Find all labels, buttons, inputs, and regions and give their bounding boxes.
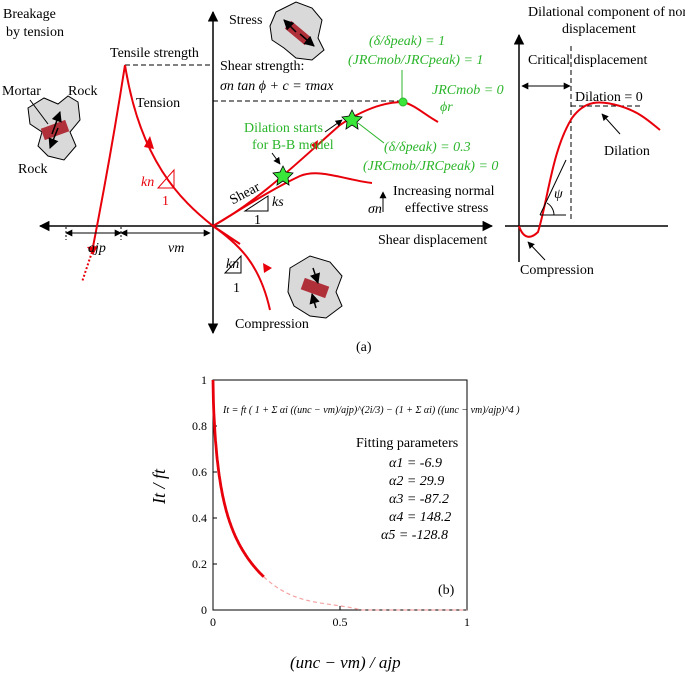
tension-label: Tension — [136, 96, 180, 111]
compression-arrowhead — [263, 263, 272, 273]
x-axis-label: (unc − vm) / ajp — [290, 653, 401, 672]
ratio-bottom-pointer — [357, 122, 385, 144]
y-axis-label: It / ft — [149, 468, 169, 505]
tensile-strength-label: Tensile strength — [110, 46, 199, 61]
ks-triangle — [243, 195, 269, 212]
dilational-label-2: displacement — [562, 22, 636, 37]
psi-arc — [546, 202, 555, 216]
shear-arrowhead — [311, 140, 318, 150]
tension-curve-dotted — [81, 251, 93, 283]
rock-compression-illustration — [287, 255, 343, 319]
dilation-zero-label: Dilation = 0 — [575, 90, 643, 105]
breakage-label-2: by tension — [6, 25, 64, 40]
x-tick-label: 0.5 — [333, 615, 348, 629]
x-tick-label: 1 — [464, 615, 470, 629]
dilation-starts-pointer — [271, 152, 281, 165]
mortar-label: Mortar — [2, 84, 41, 99]
kn-triangle-tension — [156, 168, 175, 189]
sigma-n-label: σn — [368, 202, 382, 217]
peak-marker — [398, 97, 408, 107]
jrc-zero-label: JRCmob = 0 — [432, 83, 504, 98]
increasing-label-2: effective stress — [405, 201, 488, 216]
alpha-3: α3 = -87.2 — [389, 492, 449, 507]
kn-triangle-compression — [223, 254, 242, 274]
dilation-curve — [518, 101, 661, 238]
compression-right-label: Compression — [520, 263, 594, 278]
shear-lower-curve — [212, 172, 373, 227]
stress-axis-label: Stress — [229, 13, 262, 28]
y-tick-label: 0.2 — [192, 557, 207, 571]
y-tick-label: 1 — [201, 373, 207, 387]
alpha-1: α1 = -6.9 — [389, 456, 442, 471]
psi-label: ψ — [554, 187, 563, 202]
rock-label-top: Rock — [68, 84, 98, 99]
alpha-2: α2 = 29.9 — [389, 474, 444, 489]
dilation-label: Dilation — [604, 144, 650, 159]
kn-one-tension: 1 — [162, 194, 169, 209]
y-tick-label: 0.6 — [192, 465, 207, 479]
star-marker-upper — [341, 109, 363, 130]
ratio-bottom-2: (JRCmob/JRCpeak) = 0 — [363, 159, 498, 174]
rock-label-bottom: Rock — [18, 162, 48, 177]
shear-strength-equation: σn tan ϕ + c = τmax — [220, 79, 334, 94]
alpha-5: α5 = -128.8 — [381, 528, 448, 543]
shear-strength-label: Shear strength: — [220, 59, 304, 74]
increasing-label-1: Increasing normal — [393, 184, 495, 199]
rock-shear-illustration — [269, 1, 325, 61]
x-tick-label: 0 — [210, 615, 216, 629]
mortar-pointer — [29, 99, 49, 125]
ajp-label: ajp — [88, 241, 106, 256]
dilation-pointer — [601, 113, 621, 135]
shear-main-curve — [212, 100, 439, 227]
compression-curve — [212, 225, 271, 311]
kn-label-tension: kn — [141, 175, 154, 190]
panel-a: Stress Shear displacement Breakage by te… — [2, 1, 685, 355]
tension-arrowhead-down — [87, 246, 98, 255]
dilation-starts-pointer-2 — [324, 119, 343, 133]
psi-tangent — [539, 159, 567, 216]
ks-one: 1 — [254, 213, 261, 228]
fit-equation: It = ft ( 1 + Σ αi ((unc − vm)/ajp)^(2i/… — [222, 405, 520, 416]
y-tick-label: 0.4 — [192, 511, 207, 525]
dilation-starts-2: for B-B model — [252, 138, 334, 153]
breakage-label-1: Breakage — [3, 7, 56, 22]
ratio-bottom-1: (δ/δpeak) = 0.3 — [384, 140, 471, 155]
dilation-starts-1: Dilation starts — [244, 121, 323, 136]
star-marker-lower — [272, 165, 294, 186]
phi-r-label: ϕr — [440, 100, 453, 115]
rock-tension-illustration — [27, 95, 81, 161]
fitting-title: Fitting parameters — [356, 436, 458, 451]
tension-curve — [91, 64, 214, 253]
y-tick-label: 0.8 — [192, 419, 207, 433]
ks-label: ks — [272, 195, 284, 210]
panel-b-label: (b) — [438, 583, 455, 598]
vm-label: vm — [168, 241, 184, 256]
ratio-top-1: (δ/δpeak) = 1 — [369, 34, 445, 49]
compression-right-pointer — [527, 241, 546, 261]
ratio-top-2: (JRCmob/JRCpeak) = 1 — [348, 53, 483, 68]
fit-curve-dashed — [263, 576, 467, 611]
kn-one-compression: 1 — [233, 281, 240, 296]
shear-label: Shear — [227, 180, 262, 208]
panel-a-label: (a) — [356, 340, 372, 355]
critical-displacement-label: Critical displacement — [528, 53, 647, 68]
tension-arrowhead-up — [144, 136, 154, 149]
alpha-4: α4 = 148.2 — [389, 510, 451, 525]
dilational-label-1: Dilational component of normal — [528, 5, 685, 20]
kn-label-compression: kn — [226, 257, 239, 272]
y-tick-label: 0 — [201, 603, 207, 617]
panel-b-chart: 0 0.2 0.4 0.6 0.8 1 0 0.5 1 It = ft ( 1 + Σ αi … — [149, 373, 520, 672]
fit-curve-solid — [211, 379, 265, 578]
compression-label: Compression — [235, 317, 309, 332]
shear-displacement-label: Shear displacement — [378, 233, 487, 248]
